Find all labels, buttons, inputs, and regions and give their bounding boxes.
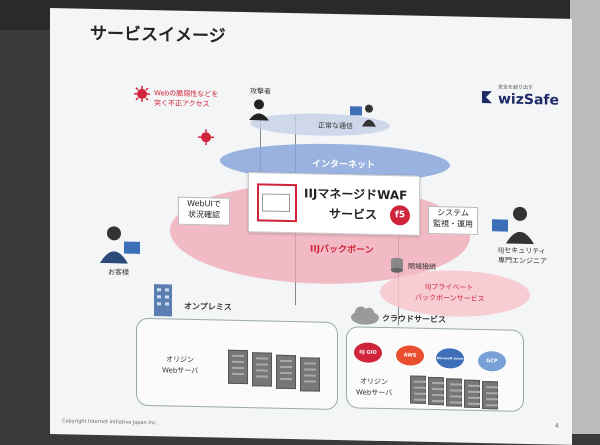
- cloud-icon: [350, 304, 380, 325]
- server-icon: [300, 357, 320, 391]
- system-line2: 監視・運用: [429, 218, 477, 230]
- copyright-footer: Copyright Internet Initiative Japan Inc.: [62, 418, 157, 426]
- wizsafe-logo-icon: [480, 89, 494, 105]
- virus-icon: [198, 129, 214, 145]
- f5-logo-icon: f5: [390, 205, 410, 225]
- iij-gio-cloud: IIJ GIO: [354, 342, 382, 363]
- server-icon: [410, 376, 426, 404]
- cloud-label: Microsoft Azure: [437, 356, 464, 361]
- cloud-label: GCP: [486, 358, 497, 364]
- onprem-label: オンプレミス: [184, 301, 232, 313]
- cloud-origin-label-2: Webサーバ: [356, 387, 392, 398]
- waf-service-box: IIJマネージドWAF サービス: [248, 172, 420, 236]
- closed-conn-label: 閉域接続: [408, 261, 436, 272]
- server-icon: [428, 377, 444, 405]
- cloud-services-label: クラウドサービス: [382, 313, 446, 325]
- logo-tagline: 安全を創り出す: [498, 83, 533, 91]
- customer-label: お客様: [108, 267, 129, 277]
- building-icon: [150, 282, 176, 317]
- attacker-icon: [246, 98, 272, 121]
- aws-cloud: AWS: [396, 345, 424, 366]
- waf-screen-icon: [257, 183, 297, 222]
- logo-name: wizSafe: [498, 91, 559, 108]
- internet-label: インターネット: [312, 156, 375, 170]
- cloud-label: IIJ GIO: [359, 349, 377, 355]
- slide-title: サービスイメージ: [90, 19, 226, 47]
- engineer-icon: [490, 203, 536, 244]
- azure-cloud: Microsoft Azure: [436, 348, 464, 369]
- attack-label-2: 突く不正アクセス: [154, 98, 210, 109]
- backbone-label: IIJバックボーン: [310, 241, 374, 255]
- server-icon: [482, 381, 498, 409]
- webui-callout: WebUIで 状況確認: [178, 197, 230, 226]
- private-backbone-label-2: バックボーンサービス: [415, 293, 485, 304]
- server-icon: [252, 352, 272, 386]
- webui-line2: 状況確認: [179, 209, 229, 221]
- attacker-label: 攻撃者: [250, 86, 271, 96]
- webui-line1: WebUIで: [179, 198, 229, 210]
- virus-icon: [134, 86, 150, 102]
- cloud-origin-label-1: オリジン: [360, 376, 388, 387]
- database-icon: [389, 257, 405, 273]
- system-callout: システム 監視・運用: [428, 206, 478, 235]
- server-icon: [276, 355, 296, 389]
- origin-server-label-2: Webサーバ: [162, 365, 198, 376]
- waf-title-line1: IIJマネージドWAF: [304, 184, 407, 203]
- server-icon: [228, 350, 248, 384]
- server-icon: [446, 378, 462, 406]
- page-number: 4: [555, 423, 559, 430]
- projected-slide: サービスイメージ 安全を創り出す wizSafe インターネット 正常な通信 I…: [50, 8, 572, 445]
- customer-icon: [98, 223, 144, 264]
- private-backbone-label-1: IIJプライベート: [425, 282, 473, 293]
- wizsafe-logo: 安全を創り出す wizSafe: [480, 81, 550, 116]
- cloud-label: AWS: [404, 352, 417, 358]
- room-wall: [570, 0, 600, 434]
- server-icon: [464, 380, 480, 408]
- waf-title-line2: サービス: [329, 205, 377, 223]
- origin-server-label-1: オリジン: [166, 354, 194, 365]
- user-with-laptop-icon: [348, 102, 378, 127]
- engineer-label-2: 専門エンジニア: [498, 255, 547, 266]
- gcp-cloud: GCP: [478, 351, 506, 372]
